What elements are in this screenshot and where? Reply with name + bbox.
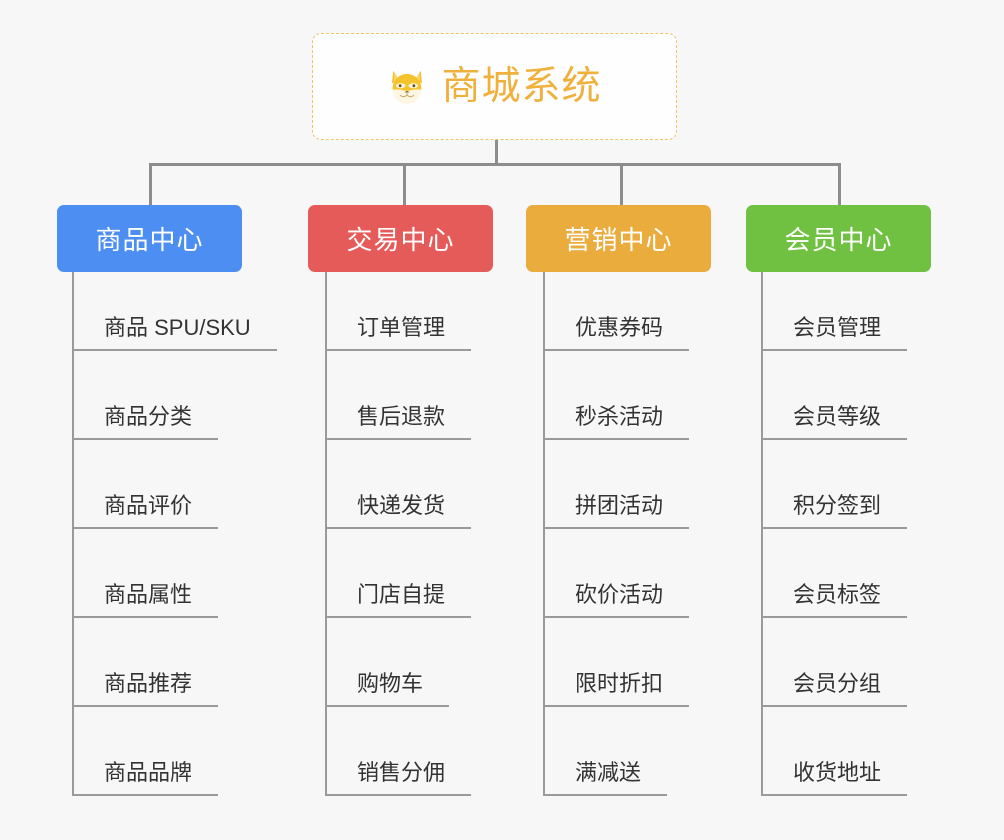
leaf-item[interactable]: 快递发货 bbox=[325, 440, 472, 529]
leaf-item-underline bbox=[543, 794, 668, 796]
leaf-item-label: 购物车 bbox=[357, 671, 424, 696]
leaf-item[interactable]: 商品品牌 bbox=[72, 707, 219, 796]
leaf-item-underline bbox=[761, 705, 908, 707]
leaf-item[interactable]: 订单管理 bbox=[325, 262, 472, 351]
leaf-item-label: 商品评价 bbox=[104, 493, 193, 518]
leaf-item[interactable]: 销售分佣 bbox=[325, 707, 472, 796]
leaf-item-underline bbox=[761, 349, 908, 351]
category-box-3[interactable]: 营销中心 bbox=[526, 205, 711, 272]
leaf-item[interactable]: 会员标签 bbox=[761, 529, 908, 618]
leaf-item[interactable]: 收货地址 bbox=[761, 707, 908, 796]
leaf-item-underline bbox=[72, 705, 219, 707]
leaf-item[interactable]: 优惠券码 bbox=[543, 262, 690, 351]
leaf-item-label: 砍价活动 bbox=[575, 582, 664, 607]
leaf-item-underline bbox=[761, 616, 908, 618]
connector-drop-4 bbox=[838, 163, 841, 207]
leaf-item-label: 售后退款 bbox=[357, 404, 446, 429]
leaf-item-underline bbox=[543, 349, 690, 351]
category-label-3: 营销中心 bbox=[564, 225, 673, 255]
leaf-item-label: 拼团活动 bbox=[575, 493, 664, 518]
leaf-item-label: 快递发货 bbox=[357, 493, 446, 518]
leaf-item[interactable]: 商品属性 bbox=[72, 529, 219, 618]
leaf-item-label: 商品品牌 bbox=[104, 760, 193, 785]
root-node-shop-system[interactable]: 商城系统 bbox=[312, 33, 677, 140]
leaf-spine-1 bbox=[72, 272, 74, 796]
leaf-item-label: 会员管理 bbox=[793, 315, 882, 340]
connector-bus bbox=[149, 163, 841, 166]
leaf-item[interactable]: 会员管理 bbox=[761, 262, 908, 351]
leaf-item-underline bbox=[761, 438, 908, 440]
leaf-item[interactable]: 商品推荐 bbox=[72, 618, 219, 707]
category-box-1[interactable]: 商品中心 bbox=[57, 205, 242, 272]
leaf-item-label: 商品分类 bbox=[104, 404, 193, 429]
leaf-item-underline bbox=[325, 705, 450, 707]
leaf-item-underline bbox=[543, 438, 690, 440]
leaf-item-label: 收货地址 bbox=[793, 760, 882, 785]
leaf-item-underline bbox=[72, 527, 219, 529]
leaf-item-underline bbox=[325, 349, 472, 351]
leaf-item[interactable]: 购物车 bbox=[325, 618, 450, 707]
leaf-item[interactable]: 商品 SPU/SKU bbox=[72, 262, 277, 351]
leaf-item[interactable]: 满减送 bbox=[543, 707, 668, 796]
leaf-item-underline bbox=[72, 794, 219, 796]
leaf-item-label: 会员分组 bbox=[793, 671, 882, 696]
leaf-item-underline bbox=[325, 527, 472, 529]
leaf-item-label: 门店自提 bbox=[357, 582, 446, 607]
leaf-item-underline bbox=[72, 616, 219, 618]
connector-root-stem bbox=[495, 140, 498, 165]
leaf-item-underline bbox=[761, 794, 908, 796]
leaf-item-underline bbox=[325, 794, 472, 796]
leaf-item-underline bbox=[543, 527, 690, 529]
category-label-2: 交易中心 bbox=[346, 225, 455, 255]
leaf-item-label: 会员等级 bbox=[793, 404, 882, 429]
leaf-item-underline bbox=[761, 527, 908, 529]
leaf-item-underline bbox=[543, 616, 690, 618]
category-box-2[interactable]: 交易中心 bbox=[308, 205, 493, 272]
leaf-item-label: 商品 SPU/SKU bbox=[104, 315, 251, 340]
leaf-item-underline bbox=[72, 349, 277, 351]
category-box-4[interactable]: 会员中心 bbox=[746, 205, 931, 272]
leaf-item[interactable]: 商品分类 bbox=[72, 351, 219, 440]
leaf-item-label: 销售分佣 bbox=[357, 760, 446, 785]
connector-drop-3 bbox=[620, 163, 623, 207]
leaf-item[interactable]: 会员等级 bbox=[761, 351, 908, 440]
leaf-item-label: 限时折扣 bbox=[575, 671, 664, 696]
leaf-item[interactable]: 售后退款 bbox=[325, 351, 472, 440]
leaf-item-label: 秒杀活动 bbox=[575, 404, 664, 429]
leaf-item-label: 商品推荐 bbox=[104, 671, 193, 696]
shiba-dog-face-icon bbox=[392, 70, 423, 104]
leaf-item-underline bbox=[325, 616, 472, 618]
leaf-item[interactable]: 限时折扣 bbox=[543, 618, 690, 707]
leaf-item-underline bbox=[325, 438, 472, 440]
connector-drop-2 bbox=[403, 163, 406, 207]
leaf-item[interactable]: 会员分组 bbox=[761, 618, 908, 707]
leaf-item[interactable]: 秒杀活动 bbox=[543, 351, 690, 440]
leaf-spine-2 bbox=[325, 272, 327, 796]
leaf-item-label: 商品属性 bbox=[104, 582, 193, 607]
leaf-item[interactable]: 积分签到 bbox=[761, 440, 908, 529]
leaf-item[interactable]: 商品评价 bbox=[72, 440, 219, 529]
leaf-spine-4 bbox=[761, 272, 763, 796]
category-label-4: 会员中心 bbox=[784, 225, 893, 255]
leaf-item[interactable]: 拼团活动 bbox=[543, 440, 690, 529]
leaf-item-label: 满减送 bbox=[575, 760, 642, 785]
leaf-item-label: 订单管理 bbox=[357, 315, 446, 340]
leaf-item-underline bbox=[72, 438, 219, 440]
leaf-spine-3 bbox=[543, 272, 545, 796]
leaf-item-label: 优惠券码 bbox=[575, 315, 664, 340]
leaf-item-label: 积分签到 bbox=[793, 493, 882, 518]
connector-drop-1 bbox=[149, 163, 152, 207]
leaf-item-underline bbox=[543, 705, 690, 707]
leaf-item[interactable]: 砍价活动 bbox=[543, 529, 690, 618]
leaf-item-label: 会员标签 bbox=[793, 582, 882, 607]
category-label-1: 商品中心 bbox=[95, 225, 204, 255]
root-node-label: 商城系统 bbox=[441, 65, 602, 108]
leaf-item[interactable]: 门店自提 bbox=[325, 529, 472, 618]
